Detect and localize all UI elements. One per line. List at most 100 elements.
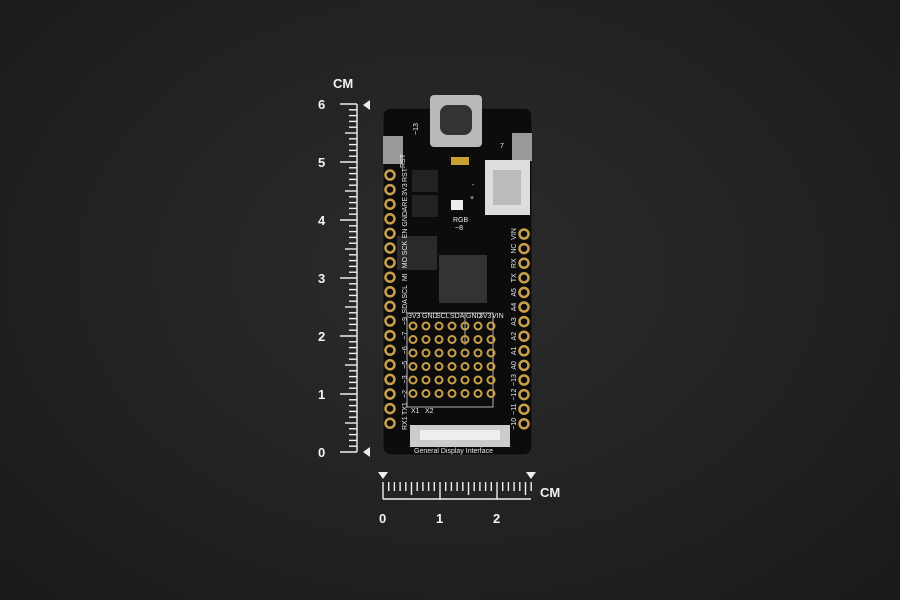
proto-hole <box>421 389 431 398</box>
pin-label: SCK <box>402 240 409 255</box>
pin-label: A0 <box>511 361 518 370</box>
pin-hole <box>384 388 396 400</box>
pin-hole <box>384 373 396 386</box>
pin-hole <box>384 183 396 196</box>
pin-label: A5 <box>511 288 518 297</box>
pin-hole <box>518 418 530 430</box>
pin-label: ~12 <box>511 389 518 401</box>
proto-hole <box>460 348 470 358</box>
proto-hole <box>460 389 470 398</box>
header-label: SDA <box>450 313 465 320</box>
vertical-ruler-unit: CM <box>333 76 353 91</box>
ruler-label: 1 <box>436 511 443 526</box>
pin-hole <box>518 228 530 240</box>
proto-hole <box>408 348 418 358</box>
proto-hole <box>434 335 444 344</box>
pin-label: MI <box>402 273 409 281</box>
pin-label: ~5 <box>402 361 409 369</box>
pin-hole <box>384 300 396 313</box>
proto-hole <box>447 335 457 344</box>
ruler-label: 3 <box>318 271 325 286</box>
pin-label: SCL <box>402 285 409 299</box>
proto-hole <box>421 335 431 344</box>
pin-label: RX1 <box>402 416 409 430</box>
pin-label: TX <box>511 273 518 282</box>
pin-hole <box>384 286 396 298</box>
proto-hole <box>473 362 483 371</box>
header-label: SCL <box>436 313 450 320</box>
proto-hole <box>447 389 457 398</box>
proto-hole <box>434 321 444 331</box>
pin-hole <box>384 169 396 181</box>
proto-hole <box>460 335 470 344</box>
pin-label: RX <box>511 258 518 268</box>
proto-hole <box>434 362 444 371</box>
proto-hole <box>434 348 444 358</box>
proto-hole <box>473 321 483 331</box>
proto-hole <box>447 362 457 371</box>
proto-hole <box>473 348 483 358</box>
pin-hole <box>384 271 396 283</box>
pin-hole <box>384 256 396 269</box>
proto-hole <box>460 362 470 371</box>
pin-hole <box>518 272 530 284</box>
reset-button <box>383 136 403 164</box>
pin-hole <box>518 388 530 401</box>
proto-hole <box>421 362 431 371</box>
ruler-label: 4 <box>318 213 326 228</box>
pin-hole <box>518 345 530 357</box>
pin-label: A3 <box>511 317 518 326</box>
header-label: GND <box>422 313 438 320</box>
header-label: 3V3 <box>408 313 421 320</box>
proto-hole <box>486 362 496 371</box>
pcb-board: RST3V3AREGNDENSCKMOMISCLSDA~9~7~6~5~3~2T… <box>382 95 533 456</box>
proto-hole <box>434 389 444 398</box>
header-label: VIN <box>492 313 504 320</box>
pin-label: TX1 <box>402 402 409 415</box>
vertical-ruler-bottom-marker <box>363 447 370 457</box>
proto-hole <box>447 348 457 358</box>
pin-hole <box>384 344 396 356</box>
proto-hole <box>486 321 496 331</box>
pin-label: EN <box>402 229 409 239</box>
ruler-label: 6 <box>318 97 325 112</box>
rgb-pin-label: ~8 <box>455 225 463 232</box>
x2-label: X2 <box>425 408 434 415</box>
pin-label: A4 <box>511 303 518 312</box>
pin-label: A2 <box>511 332 518 341</box>
pin-hole <box>518 301 530 313</box>
ruler-label: 2 <box>318 329 325 344</box>
pin-label: ~3 <box>402 375 409 383</box>
pin-hole <box>518 403 530 415</box>
proto-hole <box>473 335 483 344</box>
minus-label: - <box>472 182 475 189</box>
display-interface-label: General Display Interface <box>414 448 493 455</box>
ruler-label: 5 <box>318 155 325 170</box>
pin-hole <box>518 257 530 269</box>
pin-hole <box>518 315 530 328</box>
pin-label: ~11 <box>511 403 518 414</box>
ruler-label: 2 <box>493 511 500 526</box>
pin-hole <box>518 359 530 372</box>
pin-hole <box>384 198 396 210</box>
pin-label: ~6 <box>402 346 409 354</box>
proto-hole <box>460 321 470 331</box>
x1-label: X1 <box>411 408 420 415</box>
ruler-label: 0 <box>318 445 325 460</box>
vertical-ruler-top-marker <box>363 100 370 110</box>
flash-chip <box>397 236 437 270</box>
rgb-led <box>451 200 463 210</box>
button7-label: 7 <box>500 143 504 150</box>
proto-hole <box>421 348 431 358</box>
proto-hole <box>421 321 431 331</box>
pin-label: RST <box>402 167 409 182</box>
horizontal-ruler-left-marker <box>378 472 388 479</box>
pin-label: VIN <box>511 228 518 240</box>
proto-hole <box>408 362 418 371</box>
proto-hole <box>486 375 496 385</box>
pin-label: MO <box>402 256 409 268</box>
proto-hole <box>408 335 418 344</box>
